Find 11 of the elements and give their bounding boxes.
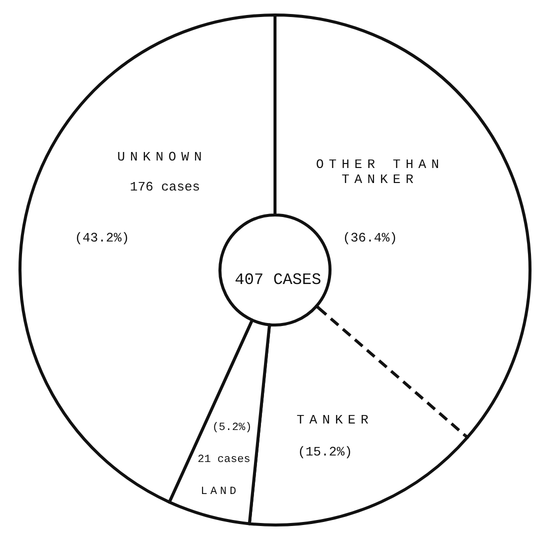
case-count-label: 176 cases <box>130 180 200 194</box>
case-count-label: 21 cases <box>198 454 250 466</box>
category-label: TANKER <box>296 412 374 428</box>
percentage-label: (15.2%) <box>298 444 352 460</box>
percentage-label: (36.4%) <box>342 230 398 246</box>
center-total-label: 407 CASES <box>234 271 322 289</box>
percentage-label: (5.2%) <box>212 422 252 434</box>
category-label: LAND <box>200 486 240 498</box>
category-label: OTHER THAN TANKER <box>314 157 445 187</box>
category-label: UNKNOWN <box>117 150 207 164</box>
percentage-label: (43.2%) <box>74 230 130 246</box>
